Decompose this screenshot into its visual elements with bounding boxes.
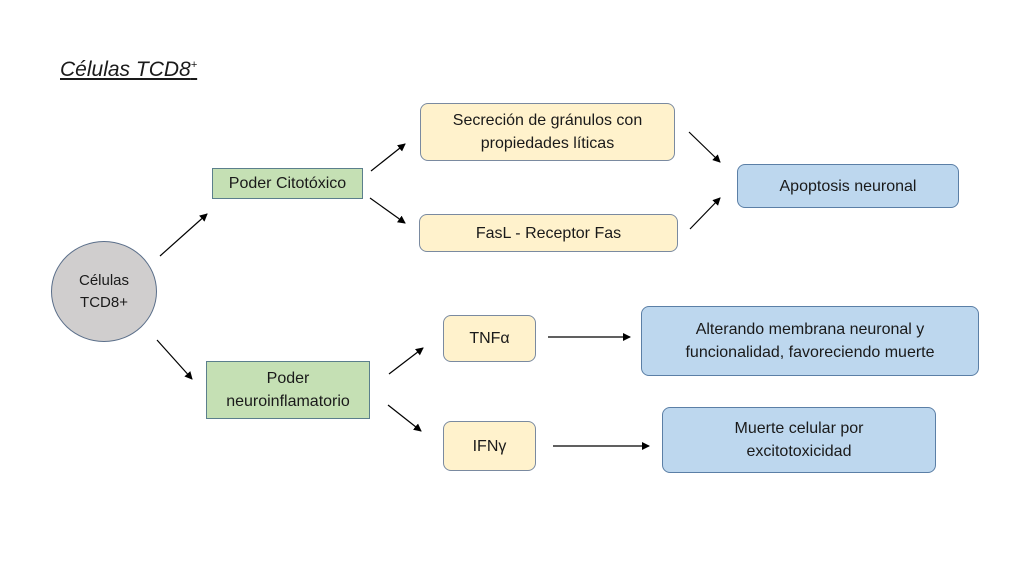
- arrow-root-to-neuroinflammatory: [156, 339, 193, 380]
- node-lytic-granules: Secreción de gránulos con propiedades lí…: [420, 103, 675, 161]
- node-neuroinflammatory-power-label: Poder neuroinflamatorio: [226, 370, 350, 410]
- node-excitotoxicity-death-label: Muerte celular por excitotoxicidad: [734, 420, 864, 460]
- title-superscript: +: [190, 59, 198, 71]
- node-fasl-receptor: FasL - Receptor Fas: [419, 214, 678, 252]
- node-neuroinflammatory-power: Poder neuroinflamatorio: [206, 361, 370, 419]
- node-excitotoxicity-death: Muerte celular por excitotoxicidad: [662, 407, 936, 473]
- node-tnf-alpha: TNFα: [443, 315, 536, 362]
- title-text: Células TCD8: [60, 58, 191, 81]
- node-membrane-alteration-label: Alterando membrana neuronal y funcionali…: [685, 321, 935, 361]
- arrow-cytotoxic-to-granules: [370, 143, 406, 172]
- node-cytotoxic-power: Poder Citotóxico: [212, 168, 363, 199]
- diagram-title: Células TCD8+: [60, 58, 197, 82]
- arrow-cytotoxic-to-fasl: [369, 197, 406, 224]
- node-fasl-receptor-label: FasL - Receptor Fas: [475, 224, 622, 242]
- node-cd8-cells-label: Células TCD8+: [78, 271, 130, 311]
- arrow-root-to-cytotoxic: [159, 213, 208, 257]
- node-ifn-gamma-label: IFNγ: [472, 437, 507, 455]
- node-ifn-gamma: IFNγ: [443, 421, 536, 471]
- node-cytotoxic-power-label: Poder Citotóxico: [228, 175, 347, 192]
- node-tnf-alpha-label: TNFα: [469, 330, 510, 347]
- node-neuronal-apoptosis: Apoptosis neuronal: [737, 164, 959, 208]
- arrow-fasl-to-apoptosis: [689, 197, 721, 230]
- node-lytic-granules-label: Secreción de gránulos con propiedades lí…: [452, 112, 643, 152]
- node-membrane-alteration: Alterando membrana neuronal y funcionali…: [641, 306, 979, 376]
- arrow-neuroinflammatory-to-tnf: [388, 347, 424, 375]
- arrow-granules-to-apoptosis: [688, 131, 721, 163]
- arrow-neuroinflammatory-to-ifn: [387, 404, 422, 432]
- node-neuronal-apoptosis-label: Apoptosis neuronal: [779, 177, 917, 195]
- node-cd8-cells: Células TCD8+: [51, 241, 157, 342]
